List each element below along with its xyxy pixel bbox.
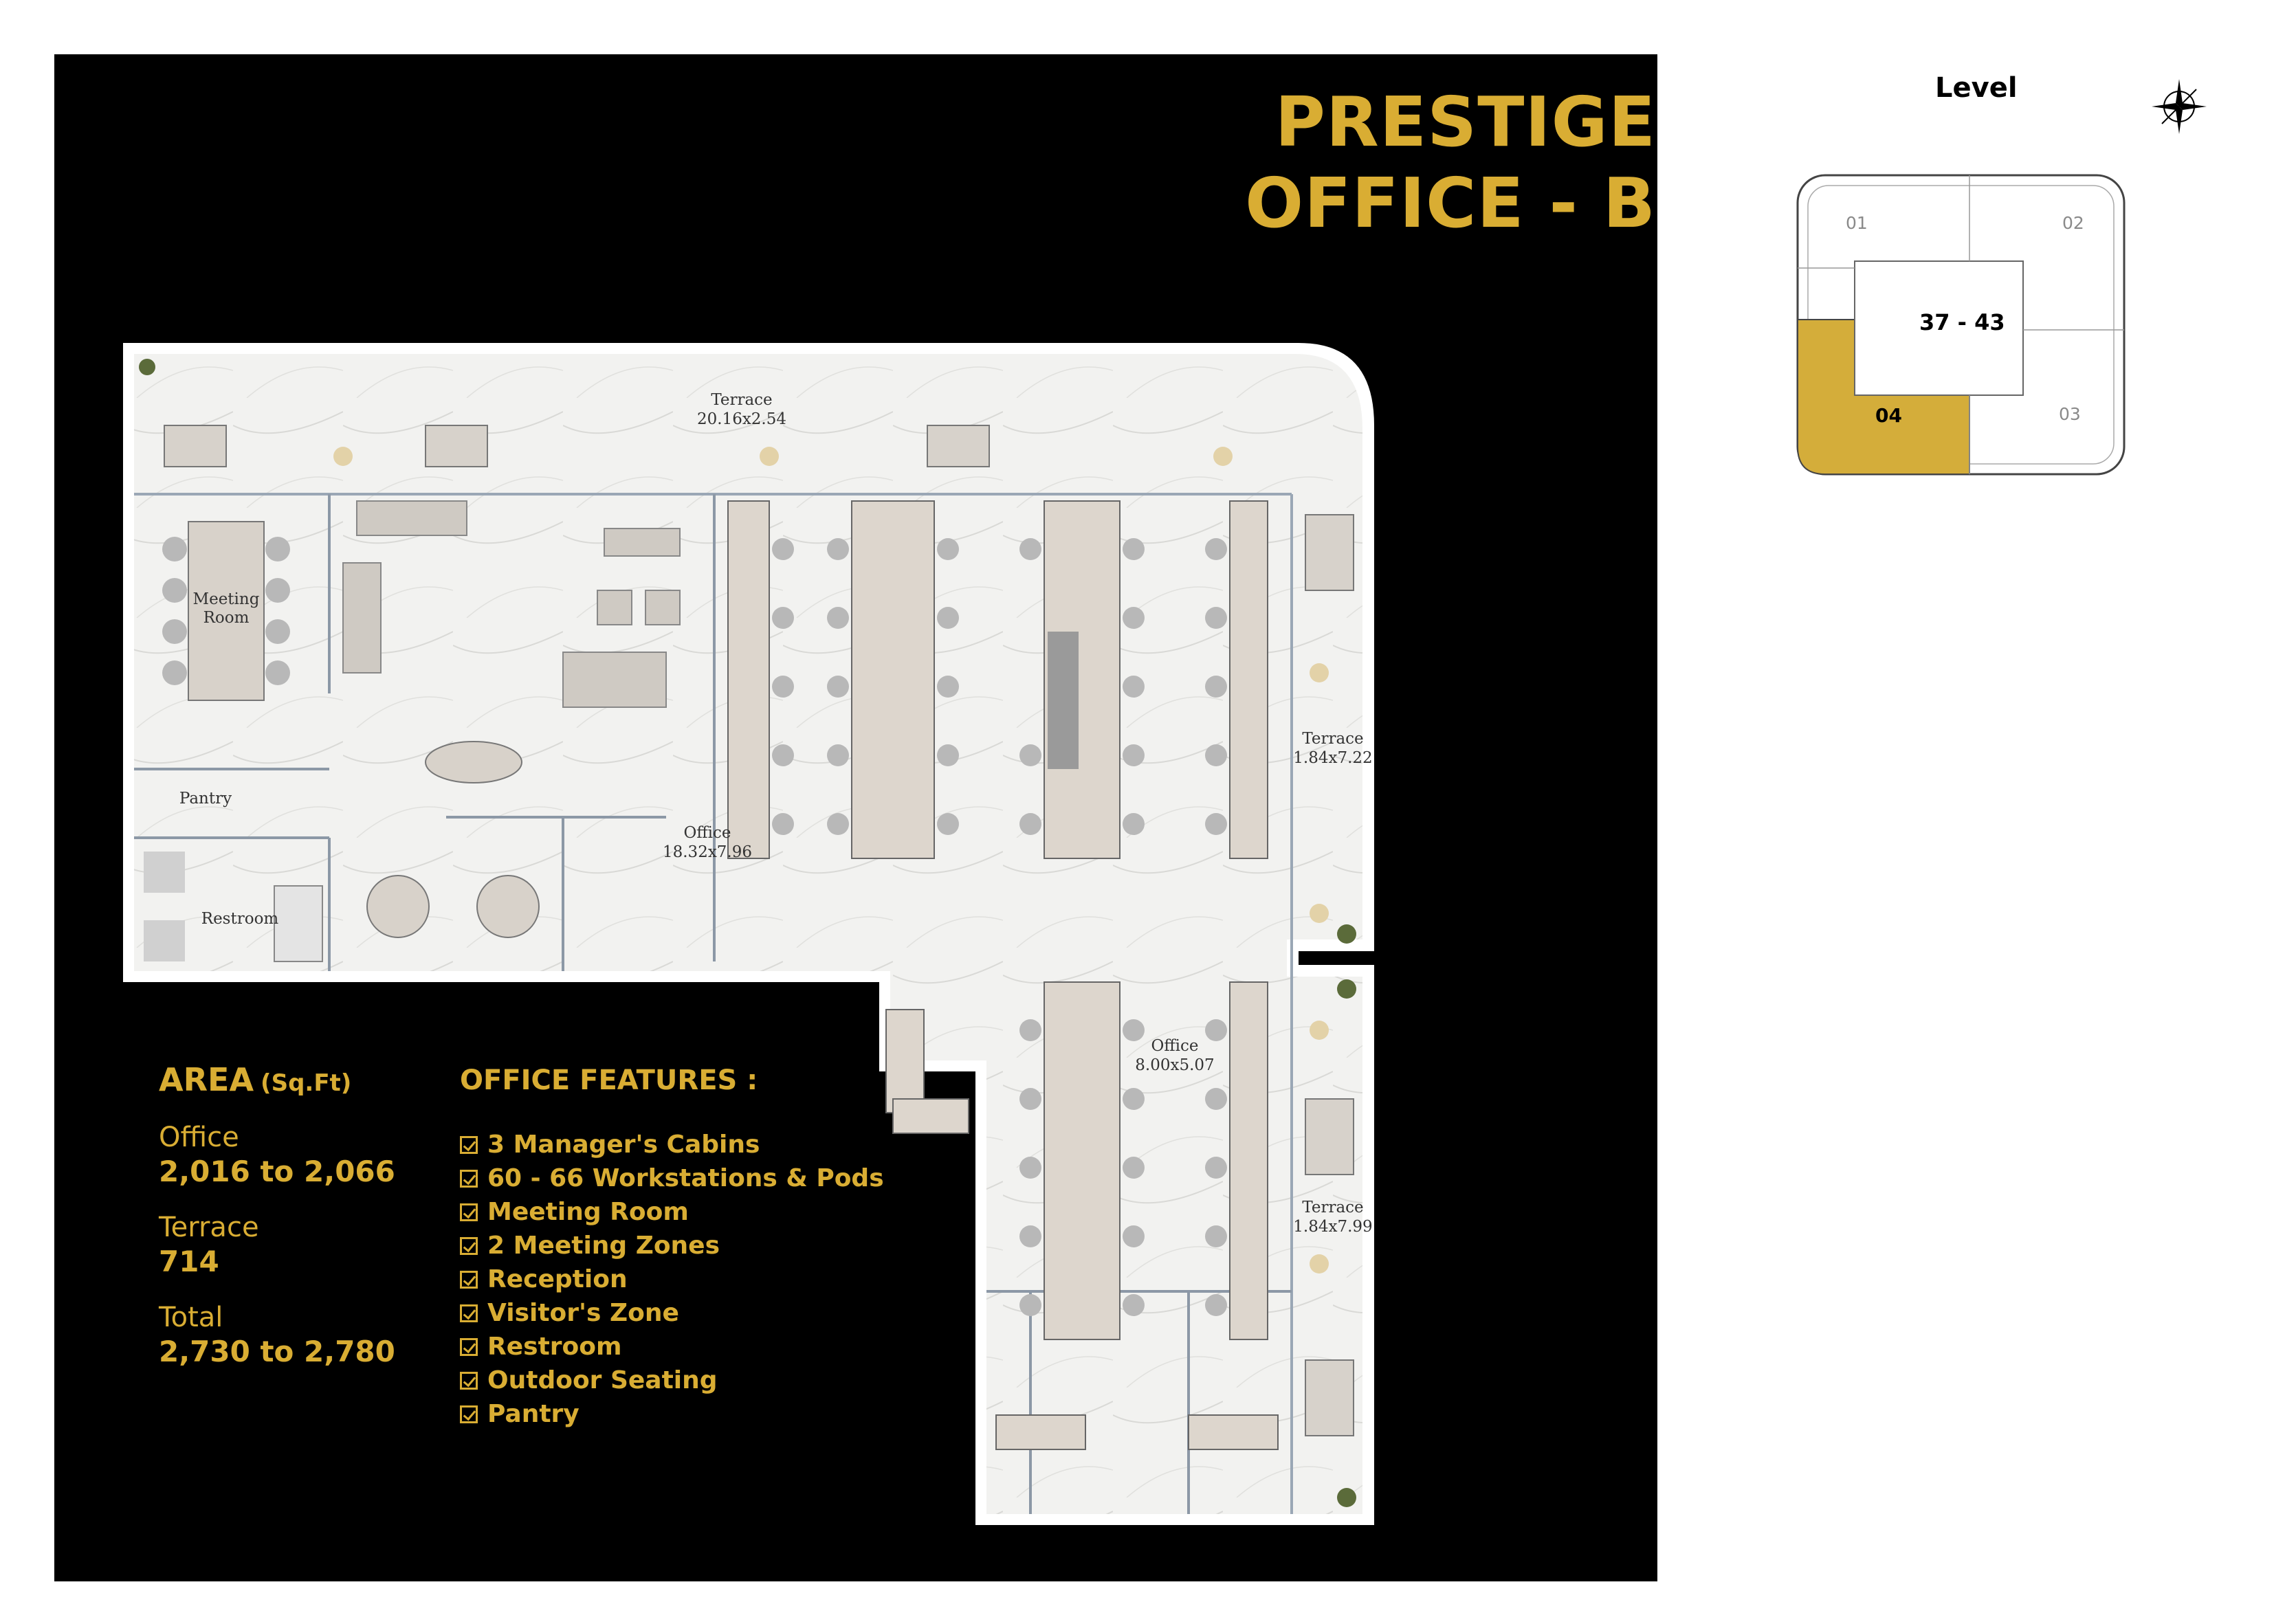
feature-label: Meeting Room (487, 1198, 689, 1226)
plan-panel: PRESTIGE OFFICE - B (54, 54, 1657, 1581)
area-total-label: Total (159, 1302, 223, 1333)
area-office-value: 2,016 to 2,066 (159, 1155, 395, 1188)
label-terrace-top: Terrace (711, 391, 772, 409)
area-total-value: 2,730 to 2,780 (159, 1335, 395, 1368)
feature-item: Reception (460, 1263, 982, 1296)
feature-item: 2 Meeting Zones (460, 1229, 982, 1263)
key-plan: 01 02 03 04 37 - 43 (1794, 172, 2131, 481)
label-meeting-room-1: Meeting (193, 590, 260, 608)
title-line-2: OFFICE - B (1245, 163, 1656, 243)
workstations (727, 500, 1279, 1450)
checkbox-icon (460, 1405, 478, 1423)
floor-plan: Terrace 20.16x2.54 Meeting Room Pantry R… (123, 288, 1491, 1525)
feature-item: Restroom (460, 1330, 982, 1364)
checkbox-icon (460, 1169, 478, 1188)
checkbox-icon (460, 1371, 478, 1390)
unit-label-04: 04 (1875, 404, 1902, 427)
unit-label-01: 01 (1846, 213, 1868, 233)
label-terrace-right-upper: Terrace (1302, 730, 1363, 748)
feature-item: 3 Manager's Cabins (460, 1128, 982, 1161)
label-office-lower: Office (1151, 1037, 1198, 1055)
feature-label: Restroom (487, 1333, 622, 1361)
area-heading: AREA(Sq.Ft) (159, 1061, 544, 1098)
unit-label-02: 02 (2062, 213, 2084, 233)
checkbox-icon (460, 1304, 478, 1322)
feature-label: Reception (487, 1265, 628, 1293)
checkbox-icon (460, 1135, 478, 1154)
features-section: OFFICE FEATURES : 3 Manager's Cabins 60 … (460, 1065, 982, 1431)
title-line-1: PRESTIGE (1274, 82, 1656, 162)
area-heading-text: AREA (159, 1061, 254, 1098)
feature-label: 2 Meeting Zones (487, 1232, 720, 1260)
level-title: Level (1935, 72, 2018, 104)
page-title: PRESTIGE OFFICE - B (1245, 82, 1656, 244)
floor-plan-drawing: Terrace 20.16x2.54 Meeting Room Pantry R… (123, 343, 1374, 1525)
key-plan-drawing (1796, 174, 2126, 476)
feature-label: 3 Manager's Cabins (487, 1131, 760, 1159)
features-heading: OFFICE FEATURES : (460, 1065, 758, 1096)
label-office-main: Office (683, 824, 731, 842)
feature-item: 60 - 66 Workstations & Pods (460, 1161, 982, 1195)
checkbox-icon (460, 1270, 478, 1289)
feature-item: Outdoor Seating (460, 1364, 982, 1397)
label-terrace-right-lower: Terrace (1302, 1199, 1363, 1216)
label-terrace-top-size: 20.16x2.54 (697, 410, 786, 428)
label-meeting-room-2: Room (203, 609, 250, 627)
area-section: AREA(Sq.Ft) Office 2,016 to 2,066 Terrac… (159, 1061, 544, 1368)
label-restroom: Restroom (201, 910, 279, 928)
checkbox-icon (460, 1203, 478, 1221)
area-office-label: Office (159, 1122, 239, 1153)
label-terrace-right-lower-size: 1.84x7.99 (1293, 1218, 1372, 1236)
unit-label-03: 03 (2059, 404, 2081, 424)
area-unit: (Sq.Ft) (261, 1069, 352, 1097)
feature-label: Visitor's Zone (487, 1299, 679, 1327)
feature-label: Outdoor Seating (487, 1366, 718, 1394)
feature-item: Visitor's Zone (460, 1296, 982, 1330)
checkbox-icon (460, 1337, 478, 1356)
label-office-lower-size: 8.00x5.07 (1135, 1056, 1214, 1074)
label-pantry: Pantry (179, 790, 232, 808)
feature-label: 60 - 66 Workstations & Pods (487, 1164, 884, 1192)
checkbox-icon (460, 1236, 478, 1255)
feature-item: Pantry (460, 1397, 982, 1431)
feature-label: Pantry (487, 1400, 579, 1428)
area-terrace-label: Terrace (159, 1212, 259, 1243)
label-terrace-right-upper-size: 1.84x7.22 (1293, 749, 1372, 767)
area-terrace-value: 714 (159, 1245, 219, 1278)
compass-icon (2152, 79, 2207, 134)
feature-item: Meeting Room (460, 1195, 982, 1229)
label-office-main-size: 18.32x7.96 (663, 843, 752, 861)
core-label: 37 - 43 (1919, 309, 2005, 335)
